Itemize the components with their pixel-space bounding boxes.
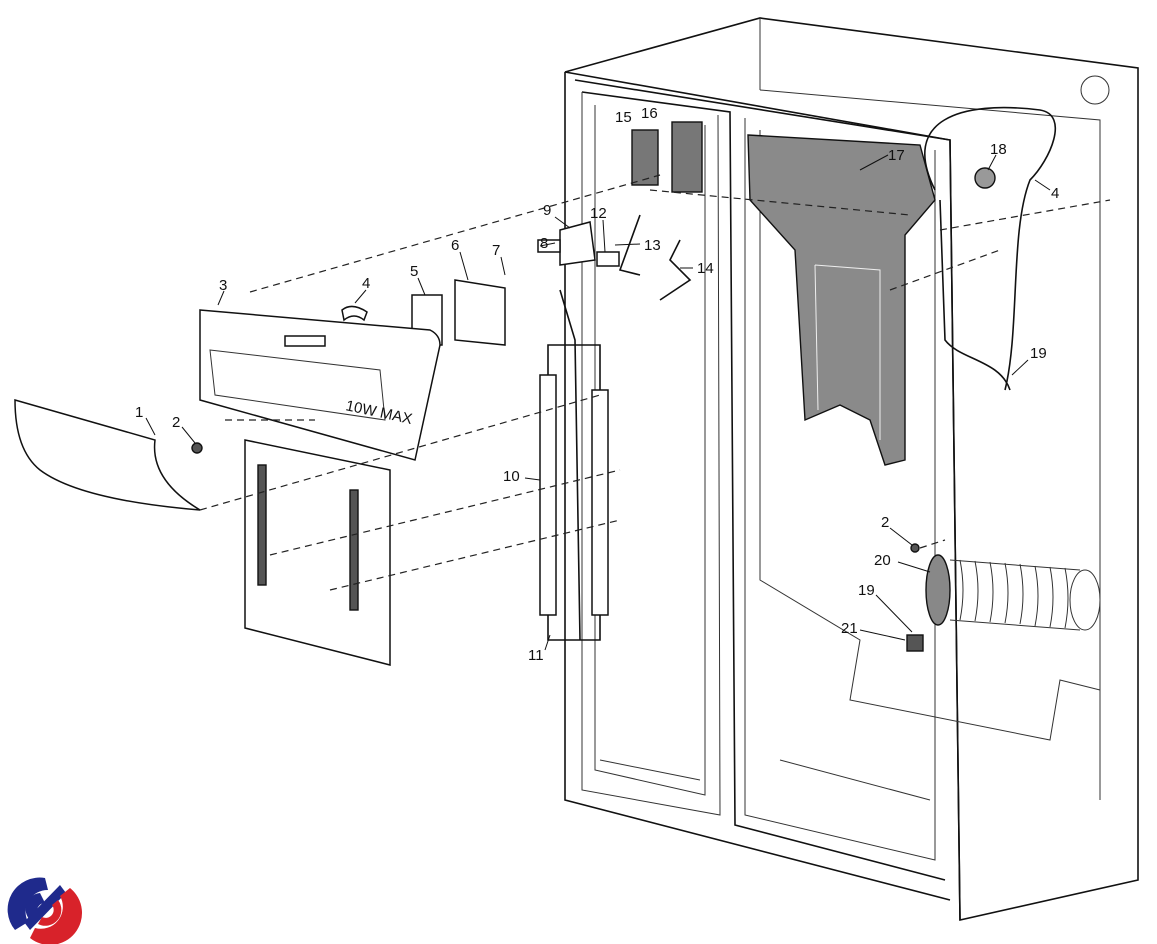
part-12 <box>596 251 620 267</box>
callout-labels: 1 2 3 4 5 6 7 8 9 12 13 14 15 16 17 18 4… <box>135 105 1059 664</box>
brand-logo <box>7 877 82 944</box>
callout-20: 20 <box>874 552 891 569</box>
defrost-heaters <box>539 289 609 641</box>
tube-4 <box>924 106 1057 391</box>
screw-2b <box>910 543 920 553</box>
callout-14: 14 <box>697 260 714 277</box>
callout-18: 18 <box>990 141 1007 158</box>
wire-19 <box>939 199 1011 391</box>
callout-19b: 19 <box>858 582 875 599</box>
callout-2b: 2 <box>881 514 889 531</box>
callout-13: 13 <box>644 237 661 254</box>
heater-coil <box>906 554 1101 652</box>
callout-15: 15 <box>615 109 632 126</box>
callout-3: 3 <box>219 277 227 294</box>
part-6-frame <box>454 279 506 346</box>
callout-4b: 4 <box>1051 185 1059 202</box>
part-16 <box>671 121 703 193</box>
part-15 <box>631 129 659 186</box>
callout-10: 10 <box>503 468 520 485</box>
leader-lines <box>145 154 1051 651</box>
callout-11: 11 <box>528 647 544 664</box>
drip-tray <box>14 399 201 511</box>
callout-9: 9 <box>543 202 551 219</box>
callout-16: 16 <box>641 105 658 122</box>
callout-21: 21 <box>841 620 858 637</box>
callout-12: 12 <box>590 205 607 222</box>
callout-19: 19 <box>1030 345 1047 362</box>
part-18 <box>974 167 996 189</box>
callout-5: 5 <box>410 263 418 280</box>
callout-17: 17 <box>888 147 905 164</box>
callout-4: 4 <box>362 275 370 292</box>
callout-8: 8 <box>540 235 548 252</box>
wire-harness-13-14 <box>618 214 692 301</box>
callout-1: 1 <box>135 404 143 421</box>
callout-6: 6 <box>451 237 459 254</box>
callout-2: 2 <box>172 414 180 431</box>
part-9 <box>559 221 596 266</box>
dispenser-panel: 10W MAX <box>199 309 441 666</box>
part-4 <box>341 305 368 322</box>
evaporator-cover <box>747 134 936 466</box>
screw-2a <box>191 442 203 454</box>
callout-7: 7 <box>492 242 500 259</box>
